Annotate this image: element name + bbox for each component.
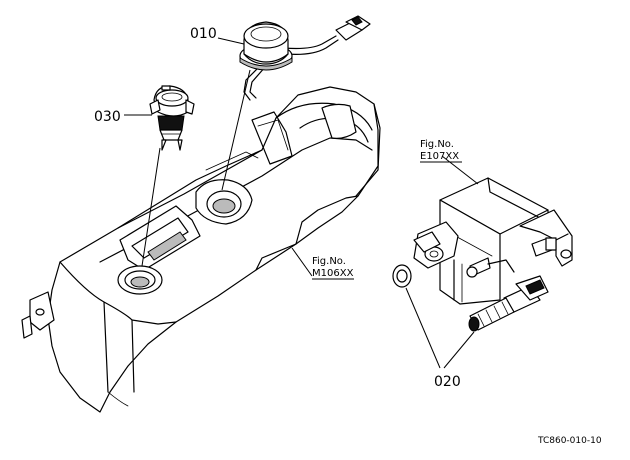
callout-020: 020 xyxy=(434,374,461,390)
switch-part-020 xyxy=(392,264,549,332)
fig-ref-upper-label: Fig.No. xyxy=(420,139,454,150)
pedal-bracket-assembly xyxy=(413,177,573,305)
callout-010: 010 xyxy=(190,26,217,42)
leader-lines xyxy=(124,37,479,369)
drawing-id: TC860-010-10 xyxy=(537,436,602,446)
dash-console-housing xyxy=(21,86,381,413)
ignition-switch-part-010 xyxy=(239,15,371,101)
socket-part-030 xyxy=(149,85,195,151)
callout-030: 030 xyxy=(94,109,121,125)
fig-ref-lower-number: M106XX xyxy=(312,268,354,279)
fig-ref-upper-number: E107XX xyxy=(420,151,459,162)
fig-ref-lower-label: Fig.No. xyxy=(312,256,346,267)
